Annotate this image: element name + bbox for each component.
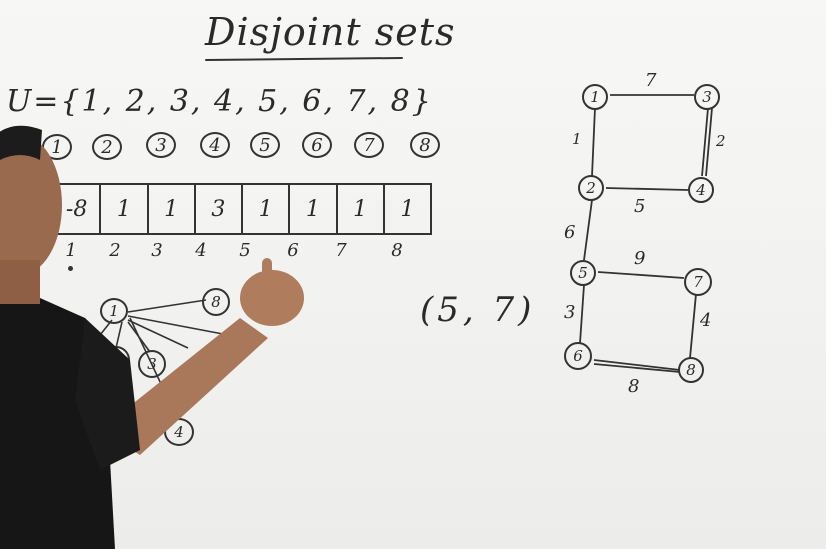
circled-element: 5 [250, 132, 280, 158]
index-dot [68, 266, 73, 271]
tree-node: 8 [202, 288, 230, 316]
array-index: 6 [287, 240, 299, 261]
graph-node: 2 [578, 175, 604, 201]
circled-element: 4 [200, 132, 230, 158]
array-cell: -8 [54, 185, 102, 233]
array-cell: 1 [101, 185, 149, 233]
edge-weight: 5 [634, 196, 646, 217]
array-cell: 1 [243, 185, 291, 233]
circled-element: 8 [410, 132, 440, 158]
array-cell: 3 [196, 185, 243, 233]
edge-weight: 2 [716, 132, 726, 150]
edge-weight: 4 [700, 310, 712, 331]
array-cell: 1 [400, 196, 415, 222]
graph-node: 4 [688, 177, 714, 203]
page-title: Disjoint sets [205, 10, 456, 54]
array-index: 4 [195, 240, 207, 261]
parent-array: -8 1 1 3 1 1 1 1 [52, 183, 432, 235]
graph-node: 1 [582, 84, 608, 110]
graph-node: 5 [570, 260, 596, 286]
graph-node: 8 [678, 357, 704, 383]
graph-node: 3 [694, 84, 720, 110]
array-cell: 1 [290, 185, 338, 233]
edge-weight: 8 [628, 376, 640, 397]
array-index: 2 [109, 240, 121, 261]
array-index: 1 [65, 240, 77, 261]
edge-weight: 7 [645, 70, 657, 91]
circled-element: 7 [354, 132, 384, 158]
array-cell: 1 [338, 185, 385, 233]
circled-element: 2 [92, 134, 122, 160]
universe-set: U={1, 2, 3, 4, 5, 6, 7, 8} [6, 84, 433, 119]
array-index: 3 [151, 240, 163, 261]
graph-node: 7 [684, 268, 712, 296]
array-index: 5 [239, 240, 251, 261]
edge-pair: (5, 7) [420, 290, 536, 330]
edge-weight: 6 [564, 222, 576, 243]
array-index: 8 [391, 240, 403, 261]
edge-weight: 1 [572, 130, 582, 148]
array-cell: 1 [149, 185, 196, 233]
graph-node: 6 [564, 342, 592, 370]
circled-element: 6 [302, 132, 332, 158]
edge-weight: 9 [634, 248, 646, 269]
array-index: 7 [335, 240, 347, 261]
circled-element: 3 [146, 132, 176, 158]
edge-weight: 3 [564, 302, 576, 323]
